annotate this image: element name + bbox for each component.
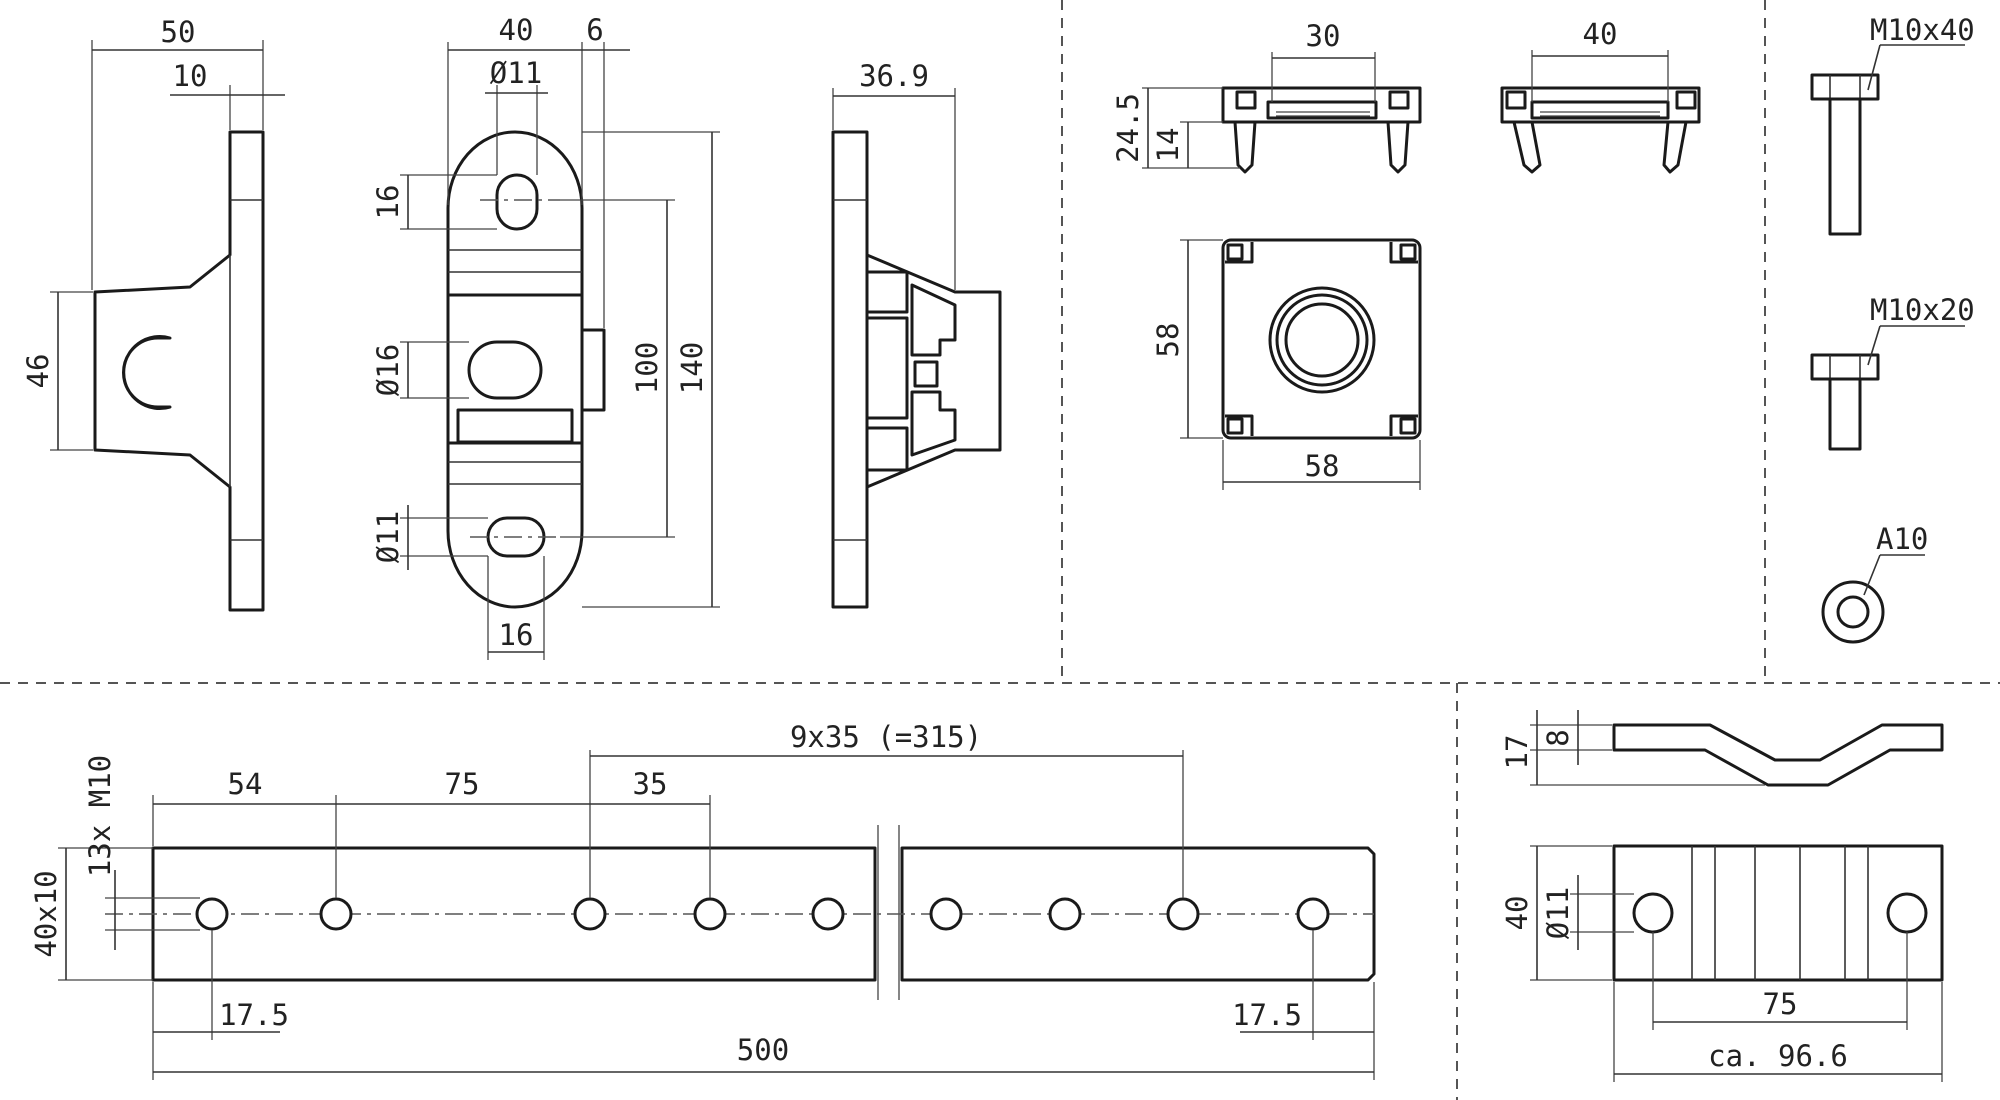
connector-side-view-2: 40 [1500,17,1701,174]
label-bolt-1: M10x40 [1870,13,1975,47]
connector-top-view: 58 58 [1151,238,1422,490]
dim-clamp-length: 140 [675,342,709,394]
dim-clamp-slot-height: 16 [371,185,405,220]
strap-side-view: 17 8 [1500,710,1944,787]
washer-a10: A10 [1821,522,1928,644]
clamp-slot-top [495,173,539,231]
dim-conn-square-h: 58 [1151,323,1185,358]
strap-hole-left [1632,892,1674,934]
label-washer: A10 [1876,522,1928,556]
dim-strap-hole-spacing: 75 [1763,987,1798,1021]
dim-conn-height-2: 14 [1151,128,1185,163]
bracket-hook [122,335,172,410]
dim-clamp-hole-top: Ø11 [490,56,542,90]
bracket-front-view: 50 10 46 [21,15,285,612]
dim-bar-pitch-total: 9x35 (=315) [790,720,982,754]
dim-clamp-slot-width: 16 [499,618,534,652]
label-bolt-2: M10x20 [1870,293,1975,327]
dim-strap-hole: Ø11 [1541,887,1575,939]
dim-bar-holes: 13x M10 [83,755,117,877]
dim-clamp-offset: 6 [586,13,603,47]
dim-conn-square-w: 58 [1305,449,1340,483]
dim-bar-edge-right: 17.5 [1232,998,1302,1032]
dim-bracket-width: 50 [161,15,196,49]
clamp-side-view: 36.9 [831,59,1002,609]
dim-side-depth: 36.9 [859,59,929,93]
dim-strap-width: 40 [1500,896,1534,931]
strap-hole-right [1886,892,1928,934]
clamp-plate-front-view: 40 6 Ø11 16 Ø16 Ø11 100 140 16 [371,13,720,660]
bar-holes [195,897,1330,931]
strap-profile [1612,723,1944,787]
dim-clamp-width: 40 [499,13,534,47]
dim-bracket-flange: 10 [173,59,208,93]
dim-strap-length: ca. 96.6 [1708,1039,1848,1073]
bolt-m10x20: M10x20 [1810,293,1975,451]
dim-bracket-height: 46 [21,354,55,389]
dim-clamp-spacing: 100 [630,342,664,394]
dim-strap-thickness: 8 [1541,729,1575,746]
strap-top-view: 40 Ø11 75 ca. 96.6 [1500,844,1944,1082]
clamp-slot-center [467,340,543,400]
bus-bar: 9x35 (=315) 54 75 35 13x M10 40x10 17.5 … [29,720,1376,1080]
bracket-outline [93,130,265,612]
connector-side-view-1: 30 24.5 14 [1111,19,1422,174]
dim-conn-height-1: 24.5 [1111,93,1145,163]
dim-bar-second: 75 [445,767,480,801]
dim-conn-width-1: 30 [1306,19,1341,53]
side-clip-outline [865,253,1002,489]
bolt-m10x40: M10x40 [1810,13,1975,236]
dim-clamp-hole-bottom: Ø11 [371,511,405,563]
dim-bar-first: 54 [228,767,263,801]
dim-bar-section: 40x10 [29,870,63,957]
dim-clamp-center-hole: Ø16 [371,344,405,396]
dim-conn-width-2: 40 [1583,17,1618,51]
dim-bar-edge-left: 17.5 [219,998,289,1032]
dim-bar-pitch: 35 [633,767,668,801]
dim-bar-length: 500 [737,1033,789,1067]
dim-strap-height-total: 17 [1500,735,1534,770]
